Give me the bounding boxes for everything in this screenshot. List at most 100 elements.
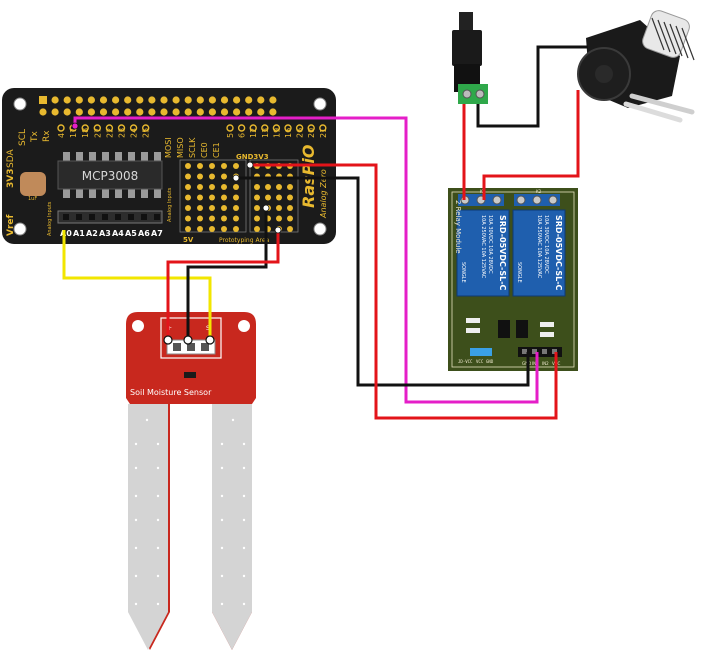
chip-pin <box>89 189 96 198</box>
pin-ring <box>284 124 292 132</box>
sensor-pin-vcc-label: + <box>167 325 172 332</box>
gpio-pad <box>208 96 216 104</box>
jdvcc-jumper <box>470 348 492 356</box>
gpio-pad <box>124 96 132 104</box>
pin-number-label: 17 <box>69 128 78 138</box>
gpio-pad <box>269 96 277 104</box>
sensor-trace-dot <box>156 518 160 522</box>
chip-pin <box>63 189 70 198</box>
proto-pad <box>221 184 227 190</box>
rx-label: Rx <box>42 130 52 142</box>
analog-channel-label: A7 <box>151 229 163 238</box>
mount-hole-icon <box>238 320 250 332</box>
proto-pad <box>233 226 239 232</box>
dc-plug-tip <box>459 12 473 32</box>
pin-number-label: 5 <box>226 133 235 138</box>
adc-board-pcb <box>2 88 336 244</box>
proto-pad <box>197 194 203 201</box>
pin-number-label: 4 <box>57 133 66 138</box>
proto-pad <box>287 205 293 211</box>
proto-pad <box>233 194 239 201</box>
motor-stripe <box>675 25 689 59</box>
gpio-pad <box>160 96 168 104</box>
analog-inputs-right-label: Analog Inputs <box>167 187 173 222</box>
analog-pin <box>115 214 121 220</box>
gpio-pad <box>184 108 192 116</box>
sensor-trace-dot <box>145 418 149 422</box>
gpio-pad <box>172 108 180 116</box>
chip-pin <box>102 189 109 198</box>
proto-pad <box>287 215 293 222</box>
proto-pad <box>254 215 260 222</box>
proto-pad <box>209 184 215 190</box>
gpio-pad <box>63 108 71 116</box>
analog-pin <box>102 214 108 220</box>
sensor-trace-dot <box>220 466 224 470</box>
analog-pin <box>154 214 160 220</box>
proto-pad <box>221 215 227 222</box>
proto-pad <box>221 173 227 180</box>
gpio-pad <box>196 96 204 104</box>
gpio-pad <box>112 96 120 104</box>
gpio-pad <box>148 96 156 104</box>
relay-title: 2 Relay Module <box>454 200 462 254</box>
screw-icon <box>475 89 485 99</box>
gpio-pad <box>172 96 180 104</box>
gpio-pad <box>124 108 132 116</box>
relay-k1-rating-1: 10A 250VAC 10A 125VAC <box>480 215 486 279</box>
gpio-pad <box>99 96 108 104</box>
motor-stripe <box>681 27 695 61</box>
relay-input-label: IN2 <box>542 361 549 366</box>
wire-endpoint <box>163 335 173 345</box>
pin-ring <box>249 124 257 132</box>
pin-ring <box>93 124 102 132</box>
gpio-pad <box>63 96 71 104</box>
pin-ring <box>57 124 65 132</box>
gpio-pad <box>51 108 59 116</box>
optocoupler-icon <box>516 320 528 338</box>
pin-number-label: 24 <box>130 128 139 138</box>
proto-pad <box>185 194 191 201</box>
proto-pad <box>276 205 282 211</box>
proto-pad <box>254 226 260 232</box>
terminal-screw-icon <box>532 195 542 205</box>
wire-power-red <box>166 230 280 340</box>
proto-pad <box>276 184 282 190</box>
gpio-pad <box>160 108 168 116</box>
proto-pad <box>287 226 293 232</box>
gpio-pad <box>208 108 216 116</box>
proto-pad <box>185 205 191 211</box>
proto-pad <box>209 226 215 232</box>
pump-tube <box>623 101 683 123</box>
scl-label: SCL <box>18 129 28 146</box>
gpio-pad <box>220 96 229 104</box>
gpio-pad <box>220 108 229 116</box>
sensor-trace-dot <box>156 574 160 578</box>
proto-pad <box>254 194 260 201</box>
proto-pad <box>221 226 227 232</box>
chip-pin <box>89 152 96 161</box>
sensor-trace-dot <box>242 466 246 470</box>
proto-pad <box>287 194 293 201</box>
resistor-icon <box>466 318 480 323</box>
pin-ring <box>307 124 315 132</box>
analog-pin <box>76 214 82 220</box>
gpio-pad <box>269 108 277 116</box>
sensor-trace-dot <box>134 518 138 522</box>
sensor-title: Soil Moisture Sensor <box>130 388 212 397</box>
wire-endpoint <box>71 122 79 130</box>
proto-pad <box>276 194 282 201</box>
gpio-pad <box>75 96 83 104</box>
pin-ring <box>295 124 304 132</box>
proto-pad <box>233 163 239 169</box>
sensor-trace-dot <box>134 546 138 550</box>
prototyping-label: Prototyping Area <box>219 237 270 244</box>
gpio-pad <box>245 96 253 104</box>
analog-pin <box>141 214 147 220</box>
relay-input-pin <box>522 349 527 354</box>
proto-pad <box>197 215 203 222</box>
